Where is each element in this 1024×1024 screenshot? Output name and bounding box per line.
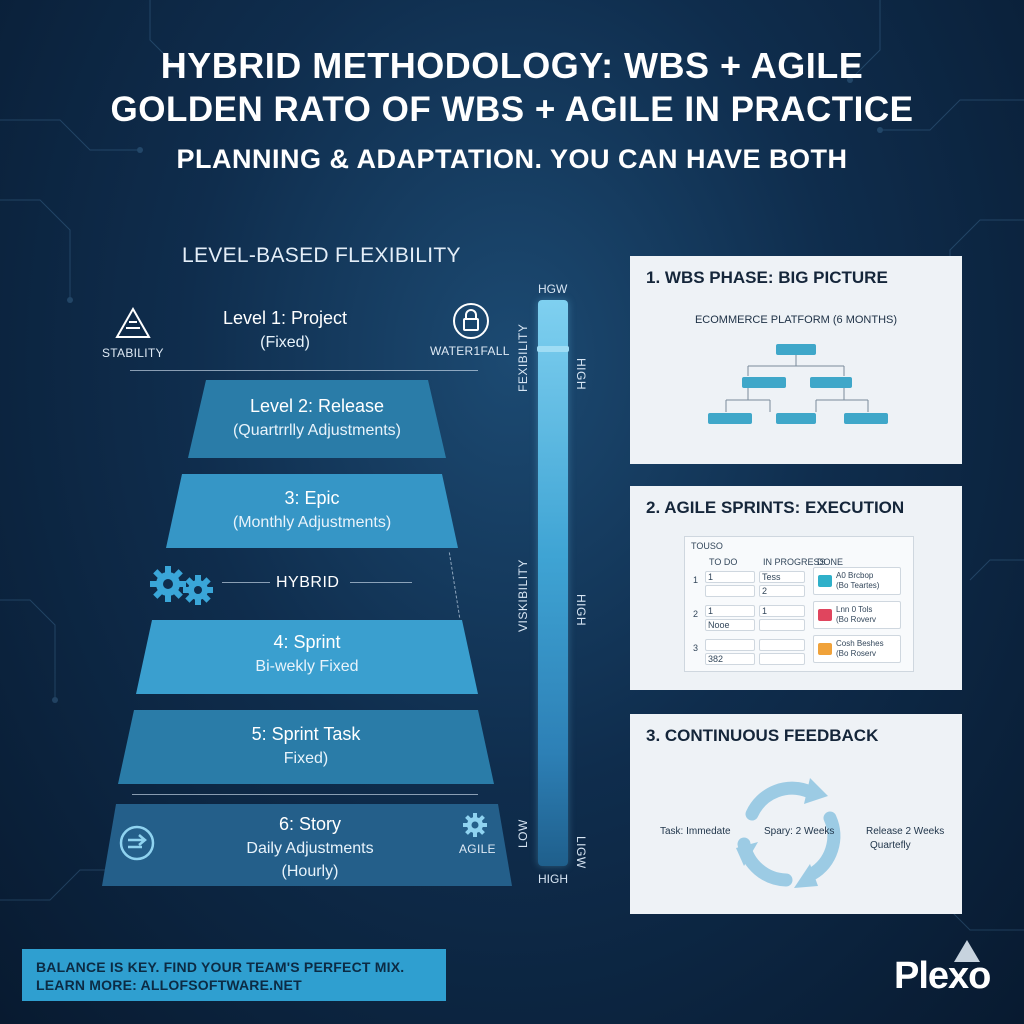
wbs-caption: ECOMMERCE PLATFORM (6 MONTHS): [694, 314, 898, 326]
sprints-panel-title: 2. AGILE SPRINTS: EXECUTION: [646, 498, 905, 517]
done-card[interactable]: A0 Brcbop (Bo Teartes): [813, 567, 901, 595]
agile-label: AGILE: [459, 842, 496, 856]
footer-link[interactable]: LEARN MORE: ALLOFSOFTWARE.NET: [36, 977, 302, 993]
footer-line-1: BALANCE IS KEY. FIND YOUR TEAM'S PERFECT…: [36, 959, 405, 975]
level-4: 4: Sprint Bi-wekly Fixed: [255, 632, 359, 675]
board-label: TOUSO: [691, 541, 723, 551]
todo-card[interactable]: [705, 585, 755, 597]
tagline: PLANNING & ADAPTATION. YOU CAN HAVE BOTH: [176, 144, 848, 174]
feedback-task-label: Task: Immedate: [660, 826, 731, 837]
progress-card[interactable]: Tess: [759, 571, 805, 583]
progress-card[interactable]: [759, 653, 805, 665]
hybrid-label: HYBRID: [276, 574, 340, 591]
level-1: Level 1: Project (Fixed): [222, 308, 348, 351]
done-card-icon: [818, 643, 832, 655]
feedback-sprint-label: Spary: 2 Weeks: [764, 826, 835, 837]
column-todo: TO DO: [709, 557, 738, 567]
todo-card[interactable]: 1: [705, 605, 755, 617]
arrow-circle-icon: [118, 824, 156, 867]
wbs-node: [844, 413, 888, 424]
main-title: HYBRID METHODOLOGY: WBS + AGILE: [160, 45, 864, 86]
flexibility-gauge: [538, 300, 568, 866]
lock-icon: [452, 302, 490, 345]
footer-banner[interactable]: BALANCE IS KEY. FIND YOUR TEAM'S PERFECT…: [22, 949, 446, 1001]
level-4-band: [136, 620, 478, 694]
done-card[interactable]: Cosh Beshes (Bo Roserv: [813, 635, 901, 663]
visibility-label: VISKIBILITY: [516, 559, 530, 632]
wbs-node-root: [776, 344, 816, 355]
todo-card[interactable]: Nooe: [705, 619, 755, 631]
flexibility-label: FEXIBILITY: [516, 323, 530, 392]
high-label: HIGH: [574, 358, 588, 390]
wbs-node: [742, 377, 786, 388]
wbs-panel: 1. WBS PHASE: BIG PICTURE ECOMMERCE PLAT…: [630, 256, 962, 464]
low-label: LOW: [516, 819, 530, 848]
stability-icon: [114, 306, 152, 345]
divider: [132, 794, 478, 795]
gauge-bottom-label: HIGH: [538, 872, 568, 886]
gauge-marker: [537, 346, 569, 352]
level-5: 5: Sprint Task Fixed): [251, 724, 361, 767]
gauge-top-label: HGW: [538, 282, 568, 296]
divider: [130, 370, 478, 371]
todo-card[interactable]: 382: [705, 653, 755, 665]
stability-label: STABILITY: [102, 346, 164, 360]
wbs-node: [810, 377, 852, 388]
divider: [350, 582, 412, 583]
column-in-progress: IN PROGRESS: [763, 557, 826, 567]
ligw-label: LIGW: [574, 836, 588, 869]
divider: [222, 582, 270, 583]
high-label: HIGH: [574, 594, 588, 626]
feedback-cycle-icon: [736, 778, 841, 888]
level-5-band: [118, 710, 494, 784]
progress-card[interactable]: [759, 639, 805, 651]
level-6: 6: Story Daily Adjustments (Hourly): [246, 814, 374, 880]
brand-logo: Plexo: [894, 955, 991, 997]
progress-card[interactable]: 1: [759, 605, 805, 617]
feedback-panel: 3. CONTINUOUS FEEDBACK Task: Immedate Sp…: [630, 714, 962, 914]
feedback-quarterly-label: Quartefly: [870, 840, 911, 851]
done-card-icon: [818, 609, 832, 621]
logo-mark-icon: [954, 940, 980, 962]
waterfall-label: WATER1FALL: [430, 344, 510, 358]
pyramid-title: LEVEL-BASED FLEXIBILITY: [182, 244, 461, 267]
wbs-node: [708, 413, 752, 424]
feedback-panel-title: 3. CONTINUOUS FEEDBACK: [646, 726, 879, 745]
subtitle: GOLDEN RATO OF WBS + AGILE IN PRACTICE: [110, 90, 914, 129]
kanban-board: TOUSO TO DO IN PROGRESS DONE 1 2 3 1 1 N…: [684, 536, 914, 672]
level-3-band: [166, 474, 458, 548]
column-done: DONE: [817, 557, 844, 567]
wbs-panel-title: 1. WBS PHASE: BIG PICTURE: [646, 268, 888, 287]
progress-card[interactable]: [759, 619, 805, 631]
feedback-release-label: Release 2 Weeks: [866, 826, 945, 837]
dashed-connector: [448, 552, 461, 618]
todo-card[interactable]: 1: [705, 571, 755, 583]
level-2: Level 2: Release (Quartrrlly Adjustments…: [232, 396, 402, 439]
progress-card[interactable]: 2: [759, 585, 805, 597]
wbs-node: [776, 413, 816, 424]
level-6-band: [102, 804, 512, 886]
wbs-tree: [725, 354, 869, 412]
level-3: 3: Epic (Monthly Adjustments): [232, 488, 392, 531]
todo-card[interactable]: [705, 639, 755, 651]
done-card[interactable]: Lnn 0 Tols (Bo Roverv: [813, 601, 901, 629]
gears-icon: [146, 564, 218, 613]
sprints-panel: 2. AGILE SPRINTS: EXECUTION TOUSO TO DO …: [630, 486, 962, 690]
level-2-band: [188, 380, 446, 458]
gear-icon: [462, 812, 488, 843]
done-card-icon: [818, 575, 832, 587]
